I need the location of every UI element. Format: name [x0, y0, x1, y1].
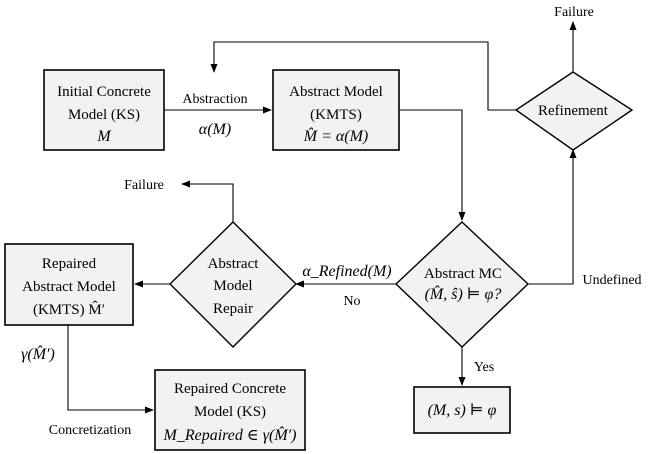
node-result-satisfied: [413, 386, 511, 434]
abstract-mc-line1: Abstract MC: [424, 266, 502, 282]
repair-line3: Repair: [213, 301, 253, 317]
no-sublabel: α_Refined(M): [302, 263, 391, 280]
edge-repair-failure: [181, 180, 234, 222]
abstraction-label: Abstraction: [182, 92, 247, 107]
abstraction-sublabel: α(M): [199, 121, 231, 138]
abstract-model-line2: (KMTS): [310, 107, 362, 123]
repaired-abstract-line2: Abstract Model: [22, 279, 116, 295]
refinement-failure-label: Failure: [554, 5, 594, 20]
edge-refinement-loop: [210, 41, 518, 111]
initial-line1: Initial Concrete: [57, 84, 151, 100]
node-abstract-mc: [394, 221, 530, 348]
repair-line2: Model: [213, 278, 252, 294]
repaired-abstract-line3: (KMTS) M̂′: [33, 301, 105, 318]
node-abstract-model: [272, 69, 400, 151]
no-label: No: [343, 294, 360, 309]
repaired-concrete-line1: Repaired Concrete: [174, 381, 286, 397]
yes-label: Yes: [474, 360, 494, 375]
node-repaired-concrete-model: [154, 369, 306, 451]
node-initial-concrete-model: [43, 69, 165, 151]
refinement-label: Refinement: [538, 103, 609, 119]
edge-undefined: [528, 149, 577, 285]
node-repaired-abstract-model: [4, 243, 134, 326]
concretization-label: Concretization: [49, 423, 131, 438]
repair-failure-label: Failure: [124, 178, 164, 193]
repaired-abstract-line1: Repaired: [42, 256, 97, 272]
result-yes-label: (M, s) ⊨ φ: [428, 402, 497, 419]
repaired-concrete-line2: Model (KS): [194, 404, 266, 420]
node-abstract-model-repair: [169, 221, 297, 348]
undefined-label: Undefined: [582, 273, 641, 288]
abstract-model-line1: Abstract Model: [289, 84, 383, 100]
edge-to-abstract-mc: [399, 109, 466, 221]
initial-line2: Model (KS): [68, 107, 140, 123]
abstract-model-line3: M̂ = α(M): [303, 126, 369, 145]
abstract-mc-line2: (M̂, ŝ) ⊨ φ?: [425, 284, 502, 303]
edge-concretization: [67, 325, 154, 414]
repaired-concrete-line3: M_Repaired ∈ γ(M̂′): [162, 425, 296, 444]
concretization-sublabel: γ(M̂′): [21, 344, 55, 363]
node-refinement: [514, 71, 634, 151]
repair-line1: Abstract: [208, 256, 260, 272]
initial-line3: M: [96, 128, 112, 145]
